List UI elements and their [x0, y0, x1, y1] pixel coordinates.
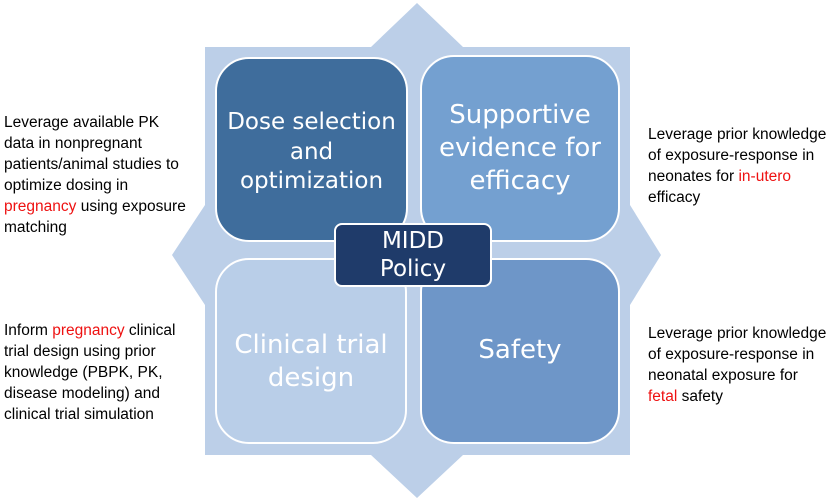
note-line: data in nonpregnant	[4, 135, 142, 152]
quadrant-clinical-trial-design: Clinical trial design	[215, 258, 407, 444]
center-label-line2: Policy	[379, 256, 447, 282]
note-clinical-trial-design: Inform pregnancy clinical trial design u…	[4, 320, 204, 425]
dose-label-line1: Dose selection	[227, 109, 396, 136]
center-label-line1: MIDD	[381, 227, 445, 254]
quadrant-supportive-evidence: Supportive evidence for efficacy	[420, 55, 620, 242]
note-line: efficacy	[648, 189, 701, 206]
highlight-term: fetal	[648, 388, 678, 405]
note-text: safety	[677, 388, 723, 405]
note-line: matching	[4, 219, 67, 236]
dose-label-line2: and	[289, 138, 334, 165]
note-text: Inform	[4, 322, 53, 339]
safety-label: Safety	[478, 335, 562, 366]
note-line: Leverage prior knowledge	[648, 126, 827, 143]
note-text: using exposure	[76, 198, 186, 215]
supportive-label-line3: efficacy	[469, 166, 571, 197]
quadrant-dose-selection: Dose selection and optimization	[215, 57, 408, 242]
note-line: patients/animal studies to	[4, 156, 179, 173]
note-supportive-evidence: Leverage prior knowledge of exposure-res…	[648, 124, 829, 208]
note-line: clinical trial simulation	[4, 406, 154, 423]
note-line: disease modeling) and	[4, 385, 160, 402]
note-line: trial design using prior	[4, 343, 156, 360]
quadrant-safety: Safety	[420, 258, 620, 444]
highlight-term: in-utero	[738, 168, 792, 185]
dose-label-line3: optimization	[239, 168, 384, 195]
note-text: neonates for	[648, 168, 739, 185]
supportive-label-line1: Supportive	[449, 99, 591, 130]
supportive-label-line2: evidence for	[439, 132, 601, 163]
note-dose-optimization: Leverage available PK data in nonpregnan…	[4, 112, 204, 238]
note-line: neonatal exposure for	[648, 367, 798, 384]
note-safety: Leverage prior knowledge of exposure-res…	[648, 323, 829, 407]
note-line: optimize dosing in	[4, 177, 129, 194]
note-line: neonates for in-utero	[648, 166, 829, 187]
center-midd-policy: MIDD Policy	[334, 223, 492, 287]
note-line: of exposure-response in	[648, 346, 815, 363]
note-line: fetal safety	[648, 386, 829, 407]
note-line: Leverage prior knowledge	[648, 325, 827, 342]
note-line: Leverage available PK	[4, 114, 160, 131]
clinical-label-line2: design	[267, 363, 355, 393]
highlight-term: pregnancy	[52, 322, 125, 339]
note-line: pregnancy using exposure	[4, 196, 204, 217]
note-line: of exposure-response in	[648, 147, 815, 164]
note-line: Inform pregnancy clinical	[4, 320, 204, 341]
clinical-label-line1: Clinical trial	[234, 329, 388, 360]
highlight-term: pregnancy	[4, 198, 77, 215]
note-line: knowledge (PBPK, PK,	[4, 364, 163, 381]
note-text: clinical	[124, 322, 176, 339]
